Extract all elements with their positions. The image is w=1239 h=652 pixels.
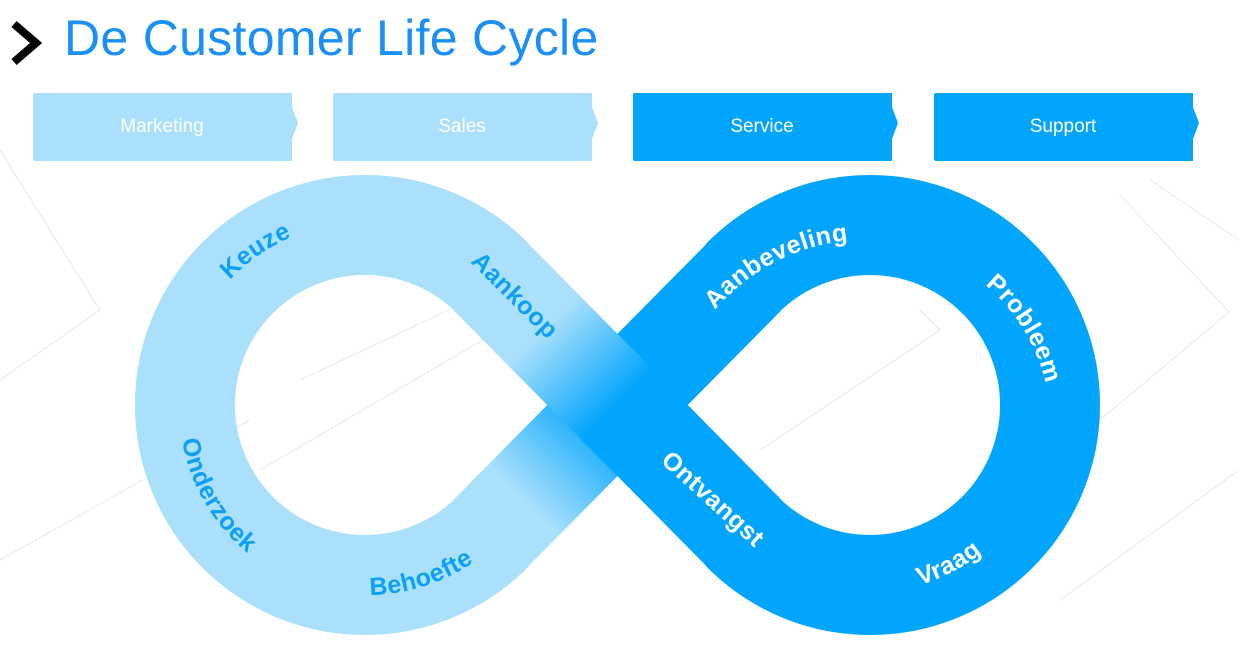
arrow-tip-icon <box>590 93 598 161</box>
stage-label: Sales <box>333 93 591 161</box>
stage-label: Marketing <box>33 93 291 161</box>
right-loop <box>706 175 1100 635</box>
crossing-band-down <box>454 240 781 570</box>
chevron-right-icon <box>11 20 42 66</box>
stage-service: Service <box>633 93 905 161</box>
left-loop <box>135 175 529 635</box>
stage-label: Support <box>934 93 1192 161</box>
arrow-tip-icon <box>890 93 898 161</box>
arrow-tip-icon <box>1191 93 1199 161</box>
stage-marketing: Marketing <box>33 93 305 161</box>
stage-support: Support <box>934 93 1206 161</box>
stage-sales: Sales <box>333 93 605 161</box>
page-title: De Customer Life Cycle <box>64 10 599 66</box>
arrow-tip-icon <box>290 93 298 161</box>
header: De Customer Life Cycle <box>0 0 1239 80</box>
stage-label: Service <box>633 93 891 161</box>
